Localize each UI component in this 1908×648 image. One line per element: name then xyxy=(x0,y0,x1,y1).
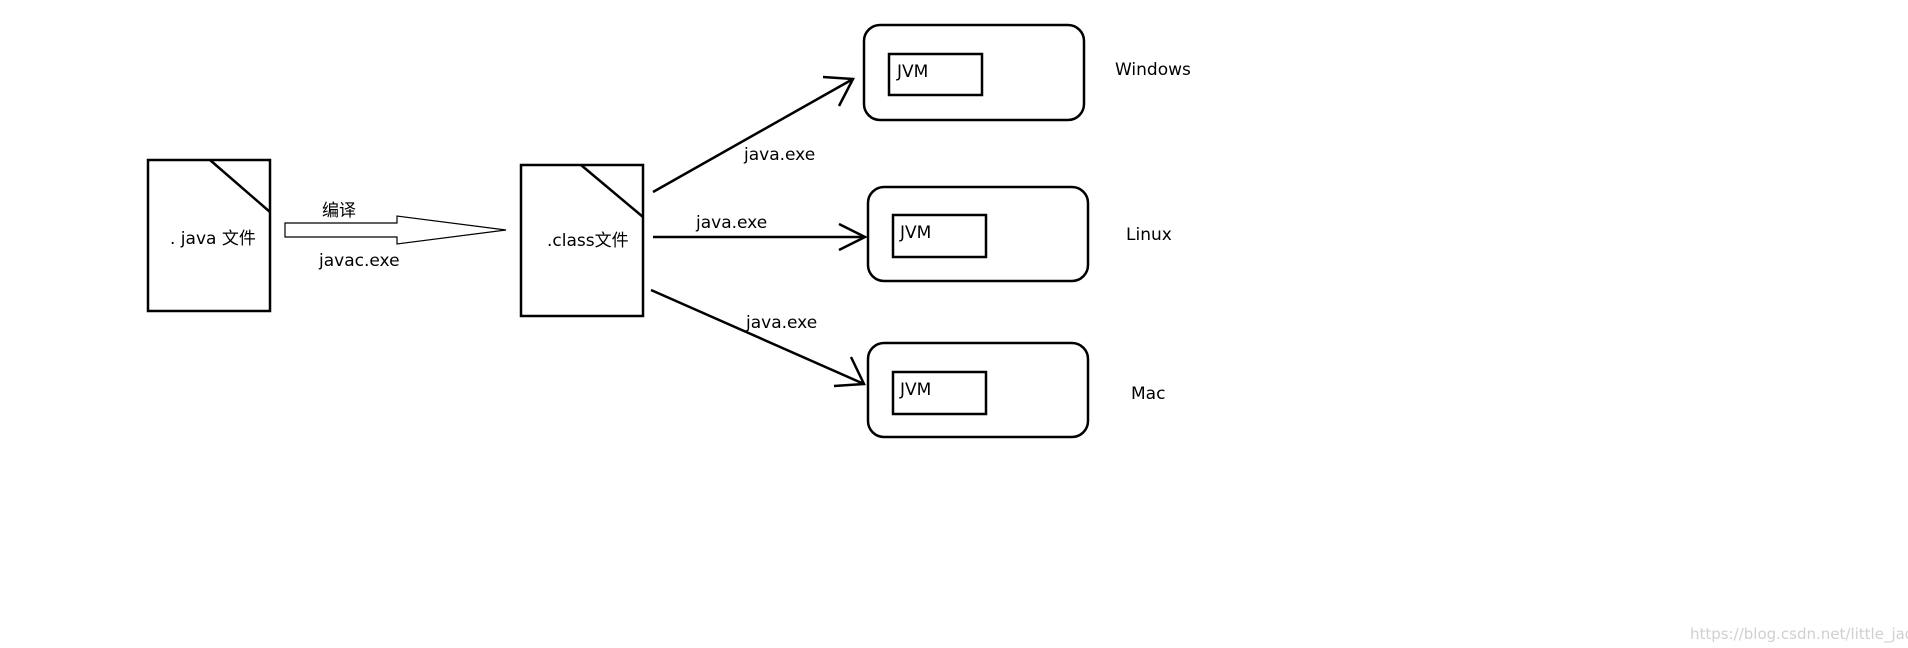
class-file-label: .class文件 xyxy=(547,231,629,251)
watermark: https://blog.csdn.net/little_jade xyxy=(1690,625,1908,644)
platform-linux: JVM xyxy=(866,185,1090,283)
class-file: .class文件 xyxy=(519,163,645,318)
run-arrow-windows xyxy=(652,75,855,194)
platform-windows: JVM xyxy=(862,23,1086,122)
compile-arrow: 编译 javac.exe xyxy=(284,201,507,271)
run-arrow-mac xyxy=(650,288,866,388)
jvm-label-linux: JVM xyxy=(899,223,931,243)
os-label-mac: Mac xyxy=(1131,384,1165,404)
run-label-linux: java.exe xyxy=(695,213,767,233)
jvm-label-mac: JVM xyxy=(899,380,931,400)
javac-label: javac.exe xyxy=(318,251,400,271)
os-label-windows: Windows xyxy=(1115,60,1191,80)
java-file-label: . java 文件 xyxy=(170,229,256,249)
run-label-windows: java.exe xyxy=(743,145,815,165)
os-label-linux: Linux xyxy=(1126,225,1172,245)
compile-label: 编译 xyxy=(322,201,356,221)
run-label-mac: java.exe xyxy=(745,313,817,333)
platform-mac: JVM xyxy=(866,341,1090,439)
java-source-file: . java 文件 xyxy=(146,158,272,313)
run-arrow-linux xyxy=(653,222,868,252)
jvm-label-windows: JVM xyxy=(896,62,928,82)
